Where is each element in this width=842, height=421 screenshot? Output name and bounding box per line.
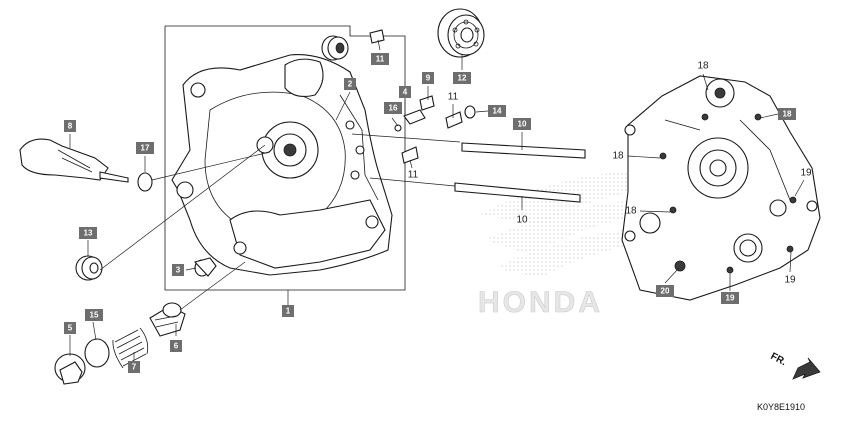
part-15-o-ring — [84, 338, 110, 368]
part-6-strainer — [149, 302, 186, 337]
callout-3: 3 — [172, 264, 184, 276]
svg-text:19: 19 — [726, 294, 735, 303]
part-2-bush — [321, 35, 349, 61]
part-17-o-ring — [137, 172, 153, 192]
callout-7: 7 — [128, 361, 140, 373]
callout-13: 13 — [79, 227, 97, 239]
part-14-o-ring — [464, 105, 476, 119]
callout-18-plain-b: 18 — [612, 151, 624, 162]
svg-text:3: 3 — [176, 266, 181, 275]
callout-10-plain: 10 — [516, 215, 528, 226]
callout-18-box: 18 — [778, 108, 796, 120]
callout-1: 1 — [282, 305, 294, 317]
callout-15: 15 — [85, 309, 103, 321]
callout-19-plain-b: 19 — [784, 275, 796, 286]
callout-20: 20 — [656, 285, 674, 297]
callout-11-plain-b: 11 — [408, 170, 419, 181]
svg-text:12: 12 — [458, 74, 467, 83]
svg-text:14: 14 — [493, 107, 502, 116]
part-10-studs — [454, 142, 586, 203]
callout-18-plain-c: 18 — [625, 206, 637, 217]
callout-4: 4 — [399, 86, 411, 98]
front-label: FR. — [769, 351, 789, 368]
honda-logo-text: HONDA — [478, 286, 603, 319]
callout-2: 2 — [344, 78, 356, 90]
callout-14: 14 — [488, 105, 506, 117]
svg-text:18: 18 — [783, 110, 792, 119]
callout-11-plain-a: 11 — [448, 92, 459, 103]
callout-11-box: 11 — [371, 53, 389, 65]
svg-text:15: 15 — [90, 311, 99, 320]
svg-text:4: 4 — [403, 88, 408, 97]
callout-6: 6 — [170, 340, 182, 352]
svg-text:20: 20 — [661, 287, 670, 296]
assembly-frame — [164, 25, 406, 291]
callout-8: 8 — [64, 120, 76, 132]
leader-lines — [69, 39, 805, 360]
svg-text:2: 2 — [348, 80, 353, 89]
callout-10-box: 10 — [513, 118, 531, 130]
part-8-oil-dipstick — [19, 138, 129, 183]
front-direction-indicator: FR. — [769, 351, 821, 380]
part-7-spring — [114, 329, 147, 367]
left-crankcase — [171, 54, 393, 276]
svg-text:17: 17 — [141, 144, 150, 153]
svg-text:6: 6 — [174, 342, 179, 351]
svg-text:10: 10 — [518, 120, 527, 129]
callout-19-plain-a: 19 — [800, 168, 812, 179]
svg-text:16: 16 — [389, 104, 398, 113]
part-13-oil-seal — [75, 255, 103, 281]
part-3-collar — [193, 257, 217, 277]
callout-5: 5 — [64, 322, 76, 334]
part-7-spring-outline — [112, 327, 149, 369]
svg-text:8: 8 — [68, 122, 73, 131]
diagram-code: K0Y8E1910 — [757, 402, 805, 412]
part-4-16-9-hardware — [394, 95, 435, 132]
callout-9: 9 — [422, 72, 434, 84]
svg-text:7: 7 — [132, 363, 137, 372]
callout-18-plain-a: 18 — [697, 61, 709, 72]
callout-19-box: 19 — [721, 292, 739, 304]
callout-17: 17 — [136, 142, 154, 154]
svg-text:11: 11 — [376, 55, 385, 64]
callouts: 1 2 3 4 5 6 7 8 9 10 10 11 11 11 12 13 1… — [64, 53, 812, 373]
svg-text:1: 1 — [286, 307, 291, 316]
svg-text:9: 9 — [426, 74, 431, 83]
callout-16: 16 — [384, 102, 402, 114]
callout-12: 12 — [453, 72, 471, 84]
right-crankcase — [621, 75, 821, 301]
svg-text:5: 5 — [68, 324, 73, 333]
part-12-bearing — [437, 8, 485, 58]
part-11-dowel-pins — [369, 29, 463, 164]
part-5-drain-plug — [54, 353, 86, 385]
svg-text:13: 13 — [84, 229, 93, 238]
